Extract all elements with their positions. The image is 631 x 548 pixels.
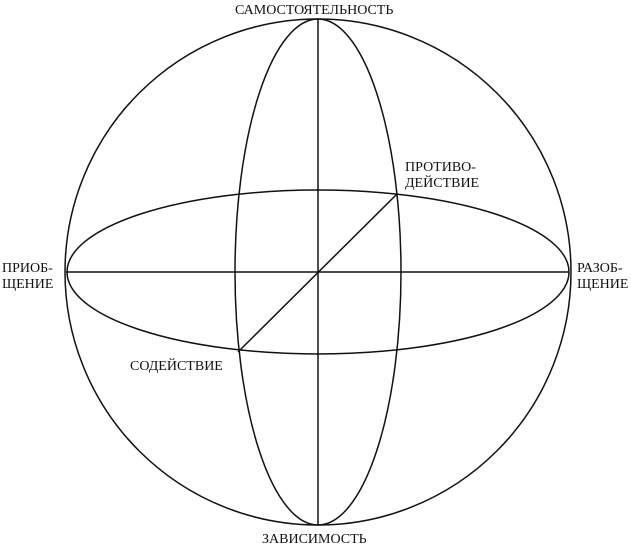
label-cooperation: СОДЕЙСТВИЕ [130, 359, 223, 374]
label-joining-line2: ЩЕНИЕ [2, 277, 54, 292]
label-self-reliance: САМОСТОЯТЕЛЬНОСТЬ [235, 3, 394, 18]
label-separation-line1: РАЗОБ- [577, 261, 623, 276]
label-opposition: ПРОТИВО- ДЕЙСТВИЕ [405, 160, 479, 192]
label-joining-line1: ПРИОБ- [2, 261, 53, 276]
diagonal-axis [237, 193, 398, 353]
label-opposition-line2: ДЕЙСТВИЕ [405, 176, 480, 191]
label-joining: ПРИОБ- ЩЕНИЕ [2, 261, 53, 293]
label-separation-line2: ЩЕНИЕ [577, 277, 629, 292]
label-separation: РАЗОБ- ЩЕНИЕ [577, 261, 628, 293]
label-dependence: ЗАВИСИМОСТЬ [262, 532, 367, 547]
label-opposition-line1: ПРОТИВО- [405, 160, 476, 175]
